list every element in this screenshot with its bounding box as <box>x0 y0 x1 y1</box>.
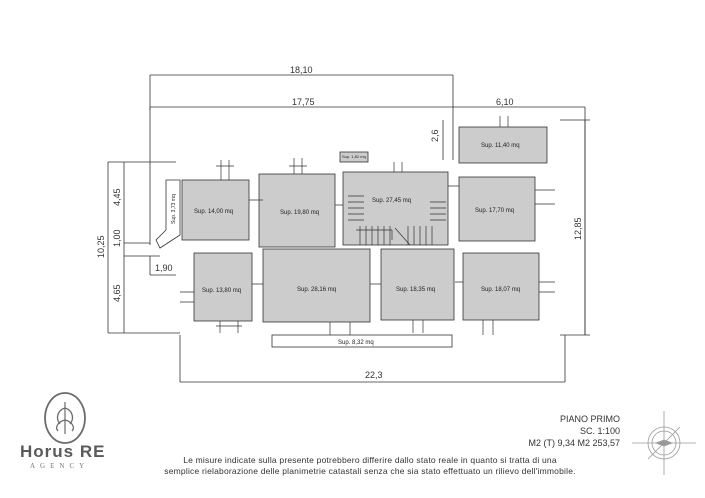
floor-label: PIANO PRIMO <box>559 414 620 424</box>
room-label: Sup. 19,80 mq <box>280 210 319 216</box>
room-9 <box>462 252 540 321</box>
dim-height-total-left: 10,25 <box>96 235 106 258</box>
room-8 <box>380 248 455 321</box>
room-label: Sup. 11,40 mq <box>481 143 520 149</box>
room-7 <box>262 248 371 323</box>
dim-width-main: 17,75 <box>292 97 315 107</box>
room-label: Sup. 28,16 mq <box>297 287 336 293</box>
dim-depth-right: 2,6 <box>430 129 440 142</box>
compass-icon <box>632 411 696 475</box>
dim-height-corridor-left: 1,00 <box>112 229 122 247</box>
room-4 <box>458 126 548 164</box>
disclaimer: Le misure indicate sulla presente potreb… <box>120 455 620 477</box>
scale-label: SC. 1:100 <box>579 426 620 436</box>
room-label: Sup. 18,35 mq <box>396 287 435 293</box>
room-label: Sup. 13,80 mq <box>202 288 241 294</box>
dim-height-lower-left: 4,65 <box>112 284 122 302</box>
plan-info: PIANO PRIMO SC. 1:100 M2 (T) 9,34 M2 253… <box>528 413 620 449</box>
room-label: Sup. 18,07 mq <box>481 287 520 293</box>
room-label: Sup. 3,73 mq <box>171 194 177 224</box>
room-5 <box>458 176 536 242</box>
room-3 <box>342 171 449 246</box>
room-1 <box>181 179 250 241</box>
room-2 <box>258 173 336 248</box>
dim-width-right: 6,10 <box>496 97 514 107</box>
room-12 <box>339 151 369 163</box>
logo-name: Horus RE <box>20 442 106 461</box>
room-6 <box>193 252 253 322</box>
room-label: Sup. 14,00 mq <box>194 209 233 215</box>
room-label: Sup. 17,70 mq <box>475 208 514 214</box>
area-label: M2 (T) 9,34 M2 253,57 <box>528 438 620 448</box>
room-label: Sup. 27,45 mq <box>372 198 411 204</box>
dim-total-width-bottom: 22,3 <box>365 370 383 380</box>
logo-tagline: AGENCY <box>30 462 90 470</box>
disclaimer-line-1: Le misure indicate sulla presente potreb… <box>183 455 557 465</box>
dim-height-right: 12,85 <box>573 217 583 240</box>
disclaimer-line-2: semplice rielaborazione delle planimetri… <box>164 466 576 476</box>
stairs <box>348 195 446 246</box>
dim-height-upper-left: 4,45 <box>112 188 122 206</box>
logo-emblem <box>44 392 86 444</box>
dim-total-width-top: 18,10 <box>290 65 313 75</box>
dim-stair-offset: 1,90 <box>155 263 173 273</box>
room-label: Sup. 1,82 mq <box>342 154 366 159</box>
room-label: Sup. 8,32 mq <box>338 340 374 346</box>
